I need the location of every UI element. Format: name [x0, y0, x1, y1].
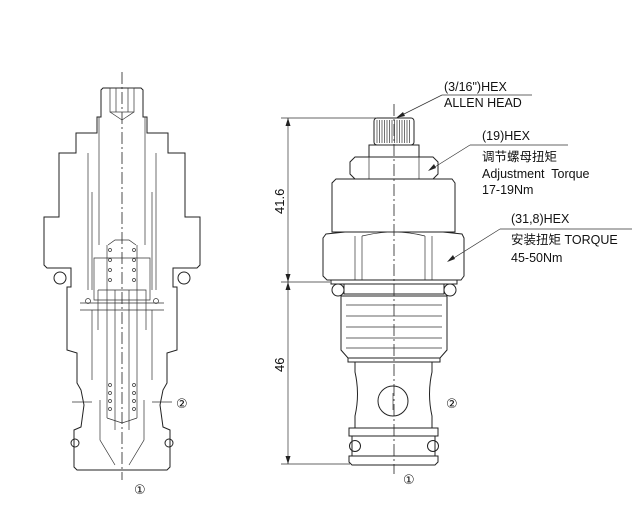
spring-coil [108, 278, 112, 282]
section-port-2-label: ② [176, 397, 188, 412]
spring-coil [132, 268, 136, 272]
section-o-ring-left [53, 271, 67, 285]
lower-stem [354, 361, 433, 429]
dimension-upper: 41.6 [272, 189, 287, 214]
section-allen-socket [109, 87, 135, 113]
o-ring-lower-left [349, 440, 361, 452]
callout-adjust-nut: (19)HEX 调节螺母扭矩 Adjustment Torque 17-19Nm [428, 129, 590, 197]
spring-coil [132, 391, 136, 395]
spring-coil [132, 383, 136, 387]
thread-lines [346, 304, 442, 349]
section-o-ring-lower-left [70, 438, 80, 448]
nose [348, 455, 439, 466]
knurl-lines [376, 120, 410, 143]
o-ring-upper-right [443, 283, 457, 297]
callout-body-hex: (31,8)HEX 安装扭矩 TORQUE 45-50Nm [447, 212, 632, 265]
hex-torque: 45-50Nm [511, 251, 562, 265]
nut-desc-en: Adjustment Torque [482, 167, 590, 181]
spring-coil [132, 258, 136, 262]
allen-size-label: (3/16")HEX [444, 80, 507, 94]
body-hex-31.8 [322, 231, 465, 281]
dimension-lower: 46 [272, 358, 287, 372]
spring-coil [132, 399, 136, 403]
nut-size-label: (19)HEX [482, 129, 531, 143]
spring-coil [108, 258, 112, 262]
spring-coil [108, 248, 112, 252]
hex-size-label: (31,8)HEX [511, 212, 570, 226]
spring-coils [108, 248, 136, 411]
nut-desc-cn: 调节螺母扭矩 [482, 150, 557, 164]
section-outline [43, 87, 201, 471]
spring-coil [108, 407, 112, 411]
cross-section-view: ② ① [43, 72, 201, 498]
spring-coil [108, 268, 112, 272]
exterior-port-1-label: ① [403, 473, 415, 488]
section-o-ring-right [177, 271, 191, 285]
dimension-lines: 41.6 46 [272, 117, 376, 465]
o-ring-upper-left [331, 283, 345, 297]
o-ring-lower-right [427, 440, 439, 452]
spring-coil [108, 383, 112, 387]
spring-coil [132, 407, 136, 411]
spring-coil [132, 278, 136, 282]
hex-desc-label: 安装扭矩 TORQUE [511, 232, 618, 247]
side-port-hole [377, 385, 409, 417]
exterior-view: ② ① [322, 104, 465, 488]
callout-allen-head: (3/16")HEX ALLEN HEAD [396, 80, 532, 118]
allen-desc-label: ALLEN HEAD [444, 96, 522, 110]
bottom-land [348, 427, 439, 437]
nut-torque: 17-19Nm [482, 183, 533, 197]
spring-coil [108, 391, 112, 395]
section-port-1-label: ① [134, 483, 146, 498]
spring-coil [108, 399, 112, 403]
exterior-port-2-label: ② [446, 397, 458, 412]
section-o-ring-lower-right [164, 438, 174, 448]
spring-coil [132, 248, 136, 252]
valve-body [331, 178, 456, 233]
